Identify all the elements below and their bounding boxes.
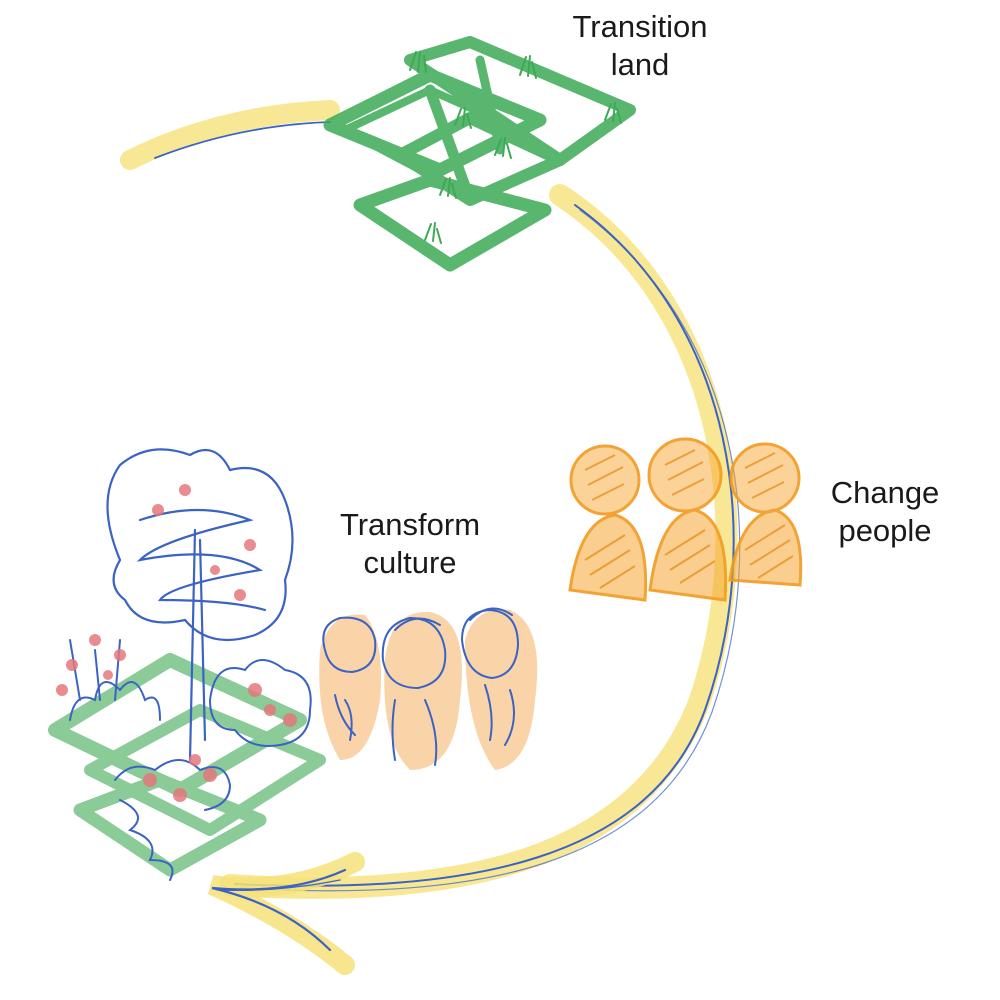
garden-scribble [119, 799, 174, 881]
person-body-2 [648, 508, 728, 602]
arrowhead-pen-2 [221, 879, 341, 891]
person-body-1 [568, 513, 648, 602]
garden-plot-1 [48, 653, 307, 797]
arc-right-pen-2 [239, 209, 741, 892]
transform-culture-people [319, 607, 538, 770]
grass-tufts [409, 51, 622, 244]
culture-head-2 [381, 616, 447, 690]
label-transition-land: Transition land [545, 8, 735, 84]
culture-garden-plots [48, 653, 326, 877]
label-line: culture [363, 545, 457, 580]
label-line: land [610, 47, 670, 82]
label-line: Transform [339, 507, 481, 542]
tree-canopy [106, 448, 294, 642]
garden-plot-2 [84, 704, 326, 836]
plot-bottom [353, 173, 552, 272]
person-head-3 [729, 442, 801, 514]
tree-trunk [188, 528, 197, 762]
bush-bottom [114, 759, 232, 811]
culture-tree [106, 448, 294, 762]
change-people-figures [568, 437, 803, 602]
plot-line-1 [424, 84, 476, 206]
label-change-people: Change people [795, 474, 975, 550]
culture-head-1 [322, 616, 377, 674]
label-line: Change [830, 475, 940, 510]
garden-plot-3 [73, 773, 267, 877]
person-head-1 [569, 444, 641, 516]
culture-body-1 [319, 614, 381, 760]
label-line: Transition [572, 9, 708, 44]
arc-right-pen [234, 204, 735, 887]
label-line: people [838, 513, 932, 548]
tree-trunk-2 [198, 538, 207, 742]
person-body-3 [728, 508, 803, 587]
bush-left [69, 681, 161, 721]
culture-bushes [69, 639, 312, 881]
bush-right [208, 659, 312, 747]
plot-line-2 [475, 55, 505, 155]
arc-right-highlight [219, 184, 738, 899]
tree-canopy-scribble [136, 508, 267, 612]
label-transform-culture: Transform culture [320, 506, 500, 582]
arc-top-left-highlight [120, 100, 340, 170]
culture-body-3 [465, 609, 538, 770]
culture-body-2 [384, 611, 462, 770]
person-head-2 [647, 437, 723, 513]
arrowhead-pen [211, 868, 347, 952]
change-people-hatching [584, 449, 794, 589]
culture-head-3 [460, 608, 520, 680]
cycle-arc [120, 100, 741, 975]
transition-land-plots [323, 36, 636, 272]
arc-top-left-pen [154, 121, 331, 159]
arrowhead-highlight [207, 852, 365, 975]
berries-and-flowers [56, 484, 297, 802]
